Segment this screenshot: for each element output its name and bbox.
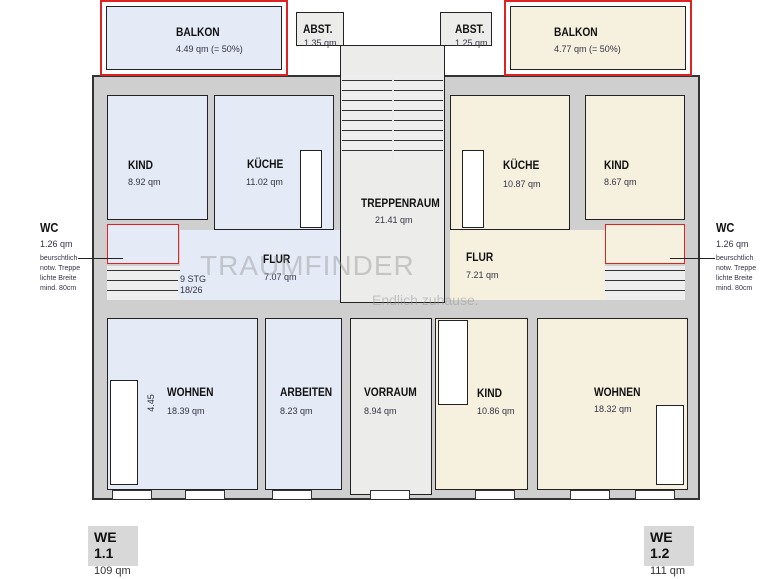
room-label: FLUR (263, 252, 291, 266)
balcony-left-label: BALKON (176, 25, 220, 39)
window (112, 490, 152, 500)
note-line: mind. 80cm (40, 285, 77, 292)
storage-right-area: 1.25 qm (455, 38, 488, 48)
leader-line (78, 258, 123, 259)
unit-area: 111 qm (650, 565, 686, 577)
room-label: KÜCHE (503, 158, 540, 172)
room-area: 7.07 qm (264, 272, 297, 282)
staircase (394, 75, 443, 160)
room-kind-left (107, 95, 208, 220)
stair-count: 9 STG (180, 274, 207, 284)
note-line: notw. Treppe (40, 265, 81, 272)
window (570, 490, 610, 500)
wc-area: 1.26 qm (40, 239, 73, 249)
note-line: lichte Breite (716, 275, 753, 282)
room-area: 10.87 qm (503, 179, 541, 189)
unit-name: WE 1.2 (650, 529, 673, 561)
room-wc-right (605, 224, 685, 264)
note-line: beurschtlich (40, 255, 78, 262)
room-label: ARBEITEN (280, 385, 333, 399)
balcony-right-area: 4.77 qm (= 50%) (554, 44, 621, 54)
room-arbeiten (265, 318, 342, 490)
room-label: KIND (477, 386, 502, 400)
room-area: 18.32 qm (594, 404, 632, 414)
room-area: 18.39 qm (167, 406, 205, 416)
room-flur-right (450, 230, 605, 300)
window (635, 490, 675, 500)
window (475, 490, 515, 500)
storage-left-label: ABST. (303, 22, 333, 36)
room-area: 8.23 qm (280, 406, 313, 416)
room-wc-left (107, 224, 179, 264)
room-area: 8.67 qm (604, 177, 637, 187)
room-label: KÜCHE (247, 157, 284, 171)
watermark-slogan: Endlich zuhause. (372, 292, 479, 308)
room-kind-right (585, 95, 685, 220)
room-vorraum (350, 318, 432, 495)
room-label: KIND (128, 158, 153, 172)
unit-label-left: WE 1.1 109 qm (88, 526, 138, 577)
room-area: 21.41 qm (375, 215, 413, 225)
window (272, 490, 312, 500)
room-label: TREPPENRAUM (361, 196, 440, 210)
watermark-brand: TRAUMFINDER (200, 250, 415, 281)
bed (438, 320, 468, 405)
note-line: beurschtlich (716, 255, 754, 262)
balcony-left (100, 0, 288, 76)
entrance-door (370, 490, 410, 500)
stair-ratio: 18/26 (180, 285, 203, 295)
room-area: 8.94 qm (364, 406, 397, 416)
room-area: 11.02 qm (246, 177, 283, 187)
balcony-right-label: BALKON (554, 25, 598, 39)
kitchen-counter (300, 150, 322, 228)
note-line: lichte Breite (40, 275, 77, 282)
note-line: notw. Treppe (716, 265, 757, 272)
storage-left-area: 1.35 qm (304, 38, 337, 48)
storage-left (296, 12, 344, 46)
unit-name: WE 1.1 (94, 529, 117, 561)
room-area: 8.92 qm (128, 177, 161, 187)
room-label: KIND (604, 158, 629, 172)
room-area: 10.86 qm (477, 406, 515, 416)
room-area: 7.21 qm (466, 270, 499, 280)
room-label: FLUR (466, 250, 494, 264)
wc-label: WC (40, 220, 59, 235)
balcony-left-area: 4.49 qm (= 50%) (176, 44, 243, 54)
balcony-right (504, 0, 692, 76)
unit-label-right: WE 1.2 111 qm (644, 526, 694, 577)
room-label: WOHNEN (594, 385, 641, 399)
leader-line (670, 258, 715, 259)
storage-right (440, 12, 492, 46)
wc-area: 1.26 qm (716, 239, 749, 249)
room-label: VORRAUM (364, 385, 417, 399)
room-label: WOHNEN (167, 385, 214, 399)
wc-label: WC (716, 220, 735, 235)
dimension-label: 4.45 (145, 394, 156, 412)
window (185, 490, 225, 500)
wc-right-annotation: WC 1.26 qm beurschtlich notw. Treppe licht… (716, 220, 756, 294)
unit-area: 109 qm (94, 565, 131, 577)
wc-left-annotation: WC 1.26 qm beurschtlich notw. Treppe licht… (40, 220, 80, 294)
sofa (656, 405, 684, 485)
kitchen-counter (462, 150, 484, 228)
staircase (342, 75, 392, 160)
note-line: mind. 80cm (716, 285, 753, 292)
sofa (110, 380, 138, 485)
storage-right-label: ABST. (455, 22, 485, 36)
